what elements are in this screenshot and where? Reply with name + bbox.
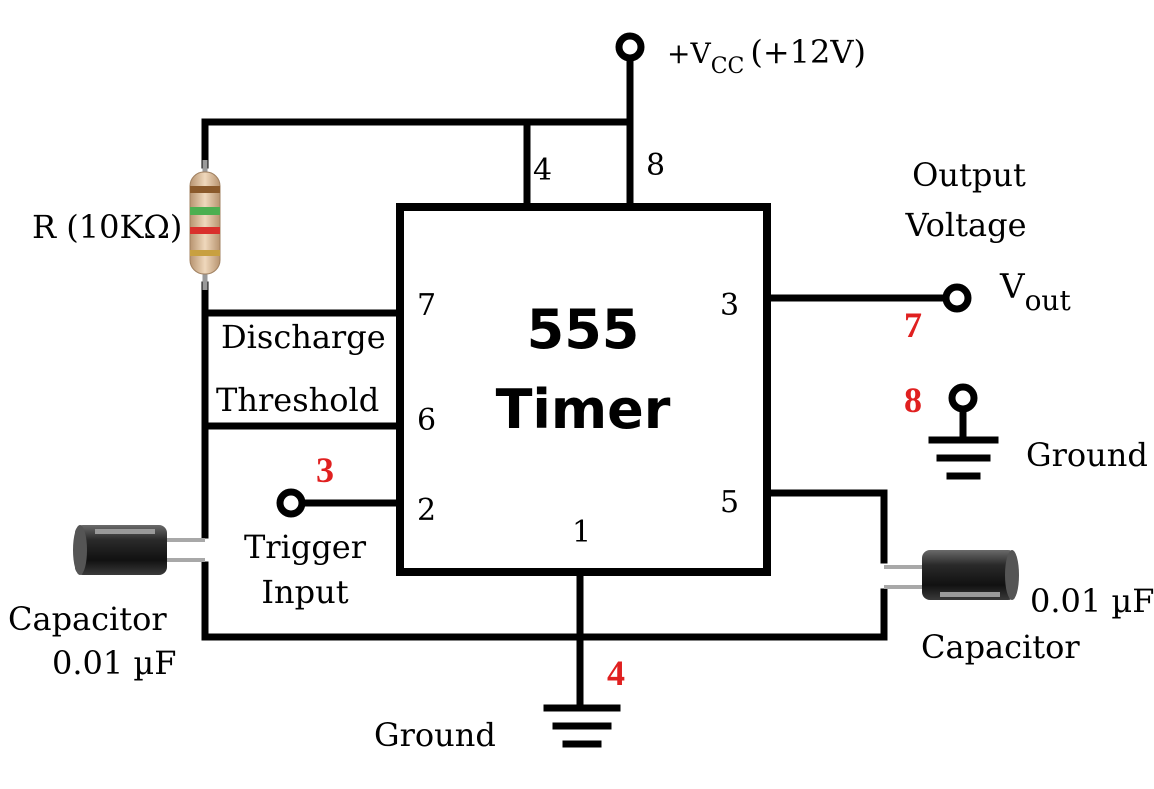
trigger-label-line2: Input bbox=[261, 573, 348, 611]
trigger-terminal bbox=[276, 488, 306, 518]
capacitor-right-value: 0.01 µF bbox=[1030, 582, 1154, 620]
capacitor-left-value: 0.01 µF bbox=[52, 644, 176, 682]
trigger-label-line1: Trigger bbox=[244, 528, 367, 566]
resistor-band-gold bbox=[190, 250, 220, 256]
pin-number-2: 2 bbox=[417, 493, 436, 528]
pin-number-5: 5 bbox=[720, 485, 739, 520]
resistor-band-red bbox=[190, 227, 220, 234]
ground-symbol-right bbox=[928, 436, 999, 480]
output-label-line2: Voltage bbox=[904, 206, 1026, 244]
ground-label-bottom: Ground bbox=[374, 716, 496, 754]
resistor-label: R (10KΩ) bbox=[32, 208, 182, 246]
output-label-line1: Output bbox=[912, 156, 1026, 194]
chip-label-name: Timer bbox=[496, 378, 671, 441]
capacitor-right-label: Capacitor bbox=[921, 628, 1080, 666]
ground-terminal bbox=[948, 383, 978, 413]
capacitor-left bbox=[73, 525, 205, 575]
pin-number-6: 6 bbox=[417, 403, 436, 438]
callout-8: 8 bbox=[904, 380, 922, 420]
pin-number-7: 7 bbox=[417, 288, 436, 323]
capacitor-left-label: Capacitor bbox=[8, 600, 167, 638]
chip-label-number: 555 bbox=[527, 298, 640, 361]
pin-number-4: 4 bbox=[533, 153, 552, 188]
callout-7: 7 bbox=[904, 305, 922, 345]
resistor-band-green bbox=[190, 207, 220, 215]
callout-3: 3 bbox=[316, 450, 334, 490]
vout-terminal bbox=[942, 283, 972, 313]
vcc-terminal bbox=[615, 32, 645, 62]
pin-number-8: 8 bbox=[646, 148, 665, 183]
vout-label: Vout bbox=[999, 267, 1071, 317]
capacitor-right bbox=[884, 550, 1019, 600]
timer-chip bbox=[396, 203, 771, 576]
ground-label-right: Ground bbox=[1026, 436, 1148, 474]
threshold-label: Threshold bbox=[216, 381, 379, 419]
resistor-band-brown bbox=[190, 186, 220, 193]
resistor bbox=[189, 160, 221, 290]
pin-number-3: 3 bbox=[720, 288, 739, 323]
callout-4: 4 bbox=[607, 653, 625, 693]
wires bbox=[201, 54, 967, 712]
ground-symbol-bottom bbox=[543, 704, 621, 748]
supply-label: +VCC(+12V) bbox=[667, 33, 866, 79]
pin-number-1: 1 bbox=[572, 515, 591, 550]
discharge-label: Discharge bbox=[221, 318, 386, 356]
